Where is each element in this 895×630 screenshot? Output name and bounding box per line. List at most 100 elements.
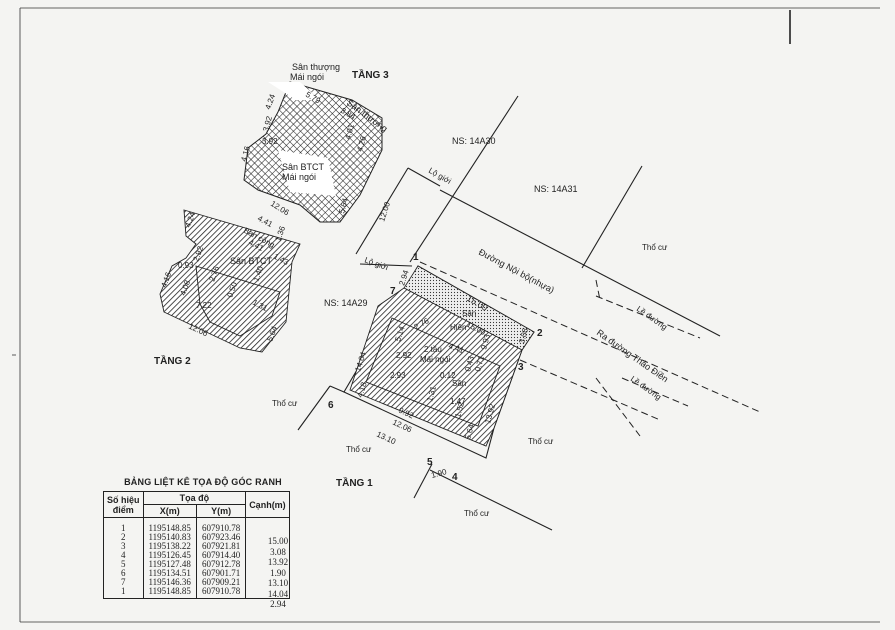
edge-length: 3.08	[270, 546, 286, 557]
dim-f3-401: 4.01	[343, 123, 356, 141]
point-4: 4	[452, 472, 458, 483]
header-x: X(m)	[142, 504, 197, 518]
label-sidewalk-1: Lề đường	[635, 304, 669, 331]
cell-x: 1195148.85	[142, 517, 197, 533]
cell-x: 1195148.85	[142, 587, 197, 599]
cell-y: 607923.46	[195, 533, 247, 542]
road-edge-top	[439, 189, 721, 337]
dim-f3-564: 5.64	[337, 197, 350, 215]
dim-f3-424: 4.24	[263, 92, 277, 110]
dim-f3-1206: 12.06	[269, 199, 291, 218]
dim-1206: 12.06	[391, 418, 413, 435]
cell-id: 1	[103, 587, 144, 599]
floor2-title: TẦNG 2	[154, 354, 191, 367]
cell-y: 607909.21	[195, 578, 247, 587]
edge-length: 15.00	[267, 536, 289, 546]
site-plan: 1 2 3 4 5 6 7 NS: 14A30 NS: 14A31 NS: 14…	[272, 95, 761, 531]
dim-f3-392b: 3.92	[262, 137, 278, 146]
road-edge-dashed	[419, 261, 761, 413]
road-reserve-bottom	[359, 263, 413, 267]
dim-152: 1.52	[453, 401, 466, 419]
cell-edge	[245, 542, 290, 551]
dim-071: 0.71	[473, 355, 486, 373]
cell-y: 607912.78	[195, 560, 247, 569]
dim-f2-093: 0.93	[178, 261, 194, 270]
label-residential-w: Thổ cư	[272, 399, 298, 408]
cell-edge	[245, 587, 290, 599]
point-5: 5	[427, 457, 433, 468]
floor-3-plan: Sân thượng Mái ngói TẦNG 3 Sân thượng Sâ…	[239, 62, 390, 223]
sidewalk-line-2	[621, 377, 689, 407]
label-ns-14a30: NS: 14A30	[452, 136, 496, 146]
cell-y: 607910.78	[195, 587, 247, 599]
edge-length: 2.94	[270, 599, 286, 609]
point-7: 7	[390, 286, 396, 297]
dim-f2-722: 7.22	[196, 301, 212, 310]
cell-y: 607914.40	[195, 551, 247, 560]
floor3-title: TẦNG 3	[352, 68, 389, 81]
boundary-west	[297, 385, 331, 431]
cell-edge	[245, 578, 290, 587]
boundary-south	[429, 469, 553, 531]
boundary-line-a31	[581, 165, 643, 269]
label-road-reserve-1: Lộ giới	[427, 166, 453, 186]
label-tiled-roof-f1: Mái ngói	[420, 355, 450, 364]
cell-edge	[245, 560, 290, 569]
dim-993: 9.93	[479, 333, 492, 351]
floor3-roof-terrace-label: Sân thượng	[292, 62, 340, 72]
boundary-line-a30	[409, 95, 519, 263]
dim-f3-392: 3.92	[261, 115, 274, 133]
dim-292: 2.92	[396, 351, 412, 360]
cell-y: 607910.78	[195, 517, 247, 533]
sidewalk-line-3	[595, 377, 641, 437]
boundary-west-join	[329, 385, 345, 393]
label-storeys: 2 tầu	[424, 345, 442, 354]
cell-x: 1195127.48	[142, 560, 197, 569]
table-title: BẢNG LIỆT KÊ TỌA ĐỘ GÓC RANH	[124, 477, 282, 487]
edge-length: 14.04	[267, 588, 289, 599]
dim-1310: 13.10	[375, 430, 397, 447]
floor-2-plan: TẦNG 2 Sân BTCT Ban công 4.24 4.41 1.36 …	[154, 209, 301, 367]
cell-x: 1195146.36	[142, 578, 197, 587]
label-ns-14a31: NS: 14A31	[534, 184, 578, 194]
point-2: 2	[537, 328, 543, 339]
sidewalk-line-1	[595, 295, 701, 339]
header-y: Y(m)	[195, 504, 247, 518]
label-road-reserve-2: Lộ giới	[363, 255, 389, 272]
label-yard-1: Sân	[462, 309, 476, 318]
point-1: 1	[413, 252, 419, 263]
label-porch: Hiên	[450, 323, 466, 332]
edge-length: 13.10	[267, 578, 289, 588]
floor2-concrete-yard-label: Sân BTCT	[230, 256, 273, 266]
dim-012: 0.12	[440, 371, 456, 380]
header-coord: Tọa độ	[142, 491, 247, 505]
dim-f3-416: 4.16	[239, 145, 252, 163]
label-yard-2: Sân	[452, 379, 466, 388]
road-reserve-line-left	[355, 167, 409, 255]
cell-y: 607921.81	[195, 542, 247, 551]
floor1-title: TẦNG 1	[336, 476, 373, 489]
front-dashed	[519, 359, 661, 421]
point-6: 6	[328, 400, 334, 411]
label-internal-road: Đường Nội bộ(nhựa)	[477, 247, 556, 295]
dim-1200: 12.00	[377, 200, 392, 222]
cell-edge	[245, 551, 290, 560]
edge-length: 1.90	[270, 567, 286, 578]
label-residential-ne: Thổ cư	[642, 243, 668, 252]
floor3-tiled-roof-label-2: Mái ngói	[282, 172, 316, 182]
floor3-concrete-yard-label: Sân BTCT	[282, 162, 325, 172]
cell-x: 1195134.51	[142, 569, 197, 578]
dim-564: 5.64	[463, 423, 476, 441]
boundary-south-west	[413, 463, 433, 499]
